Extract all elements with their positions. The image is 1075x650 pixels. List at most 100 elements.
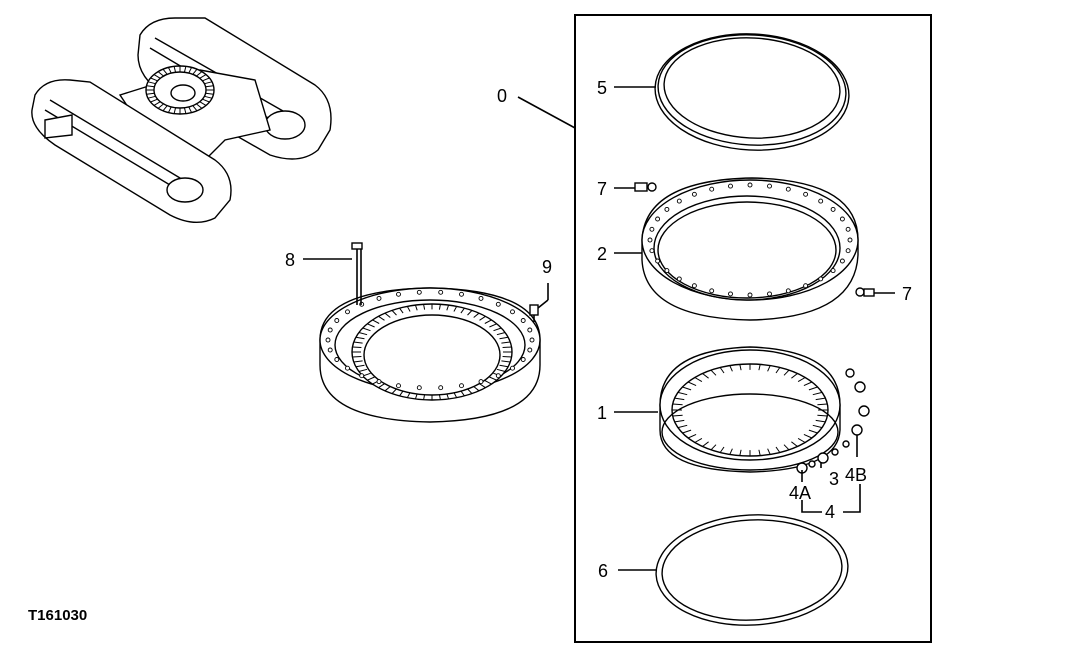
bolt-hole — [818, 276, 824, 282]
bolt-hole — [818, 198, 824, 204]
gear-tooth — [399, 390, 404, 397]
bolt-hole — [459, 383, 464, 389]
gear-tooth — [767, 448, 771, 455]
callout-3: 3 — [829, 469, 839, 489]
bolt-hole — [459, 291, 464, 297]
gear-tooth — [719, 446, 725, 453]
gear-tooth — [729, 448, 733, 455]
gear-tooth — [803, 381, 813, 387]
callout-6: 6 — [598, 561, 608, 581]
gear-tooth — [710, 369, 717, 376]
gear-tooth — [702, 373, 709, 379]
gear-tooth — [438, 304, 441, 310]
gear-tooth — [188, 106, 193, 113]
leader-lines — [303, 86, 895, 571]
gear-tooth — [808, 386, 818, 391]
exploded-view-frame — [574, 14, 932, 643]
gear-tooth — [473, 386, 480, 392]
bolt-hole — [664, 268, 670, 274]
bolt-hole — [376, 379, 382, 385]
bolt-hole — [664, 206, 670, 212]
bolt-hole — [845, 226, 851, 232]
gear-tooth — [378, 315, 385, 321]
bolt-hole — [728, 291, 733, 297]
gear-tooth — [783, 369, 790, 376]
gear-tooth — [173, 107, 176, 114]
gear-tooth — [399, 307, 404, 314]
bolt-hole — [709, 186, 715, 192]
bolt-hole — [691, 283, 697, 289]
gear-tooth — [817, 403, 828, 406]
inner-race-part-1 — [659, 346, 841, 473]
bolt-hole — [845, 248, 851, 254]
bolt-hole — [847, 237, 853, 243]
gear-tooth — [414, 304, 418, 311]
bolt-hole — [767, 183, 772, 189]
bolt-hole — [478, 295, 484, 301]
bolt-hole — [510, 365, 515, 371]
bolt-hole — [839, 258, 845, 264]
gear-tooth — [467, 388, 473, 394]
gear-tooth — [150, 77, 158, 82]
gear-tooth — [150, 98, 158, 103]
gear-tooth — [157, 71, 164, 77]
gear-tooth — [438, 394, 441, 400]
gear-tooth — [702, 441, 709, 447]
gear-tooth — [672, 414, 683, 417]
gear-tooth — [687, 433, 697, 439]
gear-tooth — [808, 429, 818, 434]
gear-tooth — [729, 365, 733, 372]
gear-tooth — [362, 327, 371, 332]
gear-tooth — [496, 368, 506, 372]
gear-tooth — [496, 332, 506, 336]
gear-tooth — [467, 310, 473, 316]
gear-tooth — [501, 360, 511, 363]
bolt-hole — [676, 198, 682, 204]
gear-tooth — [739, 364, 742, 371]
bolt-hole — [510, 309, 515, 315]
gear-tooth — [682, 386, 692, 391]
gear-tooth — [501, 341, 511, 344]
gear-tooth — [687, 381, 697, 387]
gear-tooth — [391, 310, 397, 316]
gear-tooth — [353, 341, 363, 344]
gear-tooth — [499, 364, 509, 368]
bolt-hole — [803, 283, 809, 289]
gear-tooth — [384, 386, 391, 392]
bolt-hole — [839, 216, 845, 222]
bolt-hole — [376, 295, 382, 301]
gear-tooth — [146, 85, 155, 88]
bolt-hole — [345, 309, 350, 315]
gear-tooth — [694, 437, 703, 443]
bolt-hole — [495, 301, 501, 307]
gear-tooth — [797, 377, 806, 383]
swing-bearing-assembly — [319, 287, 541, 423]
gear-tooth — [204, 95, 213, 99]
gear-tooth — [479, 383, 486, 389]
callout-4a: 4A — [789, 483, 811, 503]
gear-tooth — [775, 446, 781, 453]
gear-tooth — [499, 336, 509, 340]
gear-tooth — [173, 66, 176, 73]
gear-tooth — [739, 449, 742, 456]
bolt-hole — [747, 292, 753, 298]
bolt-hole — [520, 357, 526, 362]
gear-tooth — [812, 424, 823, 429]
figure-id: T161030 — [28, 607, 87, 624]
seal-part-6 — [655, 514, 849, 626]
bolt-hole — [785, 288, 791, 294]
bolt-hole — [396, 383, 401, 389]
bolt-hole — [830, 206, 836, 212]
gear-tooth — [188, 67, 193, 74]
gear-tooth — [423, 394, 426, 400]
gear-tooth — [674, 419, 685, 423]
bolt-hole — [396, 291, 401, 297]
gear-tooth — [406, 392, 411, 398]
gear-tooth — [167, 67, 172, 74]
gear-tooth — [352, 356, 362, 358]
gear-tooth — [446, 304, 450, 311]
gear-tooth — [473, 312, 480, 318]
gear-tooth — [205, 85, 214, 88]
gear-tooth — [202, 98, 210, 103]
